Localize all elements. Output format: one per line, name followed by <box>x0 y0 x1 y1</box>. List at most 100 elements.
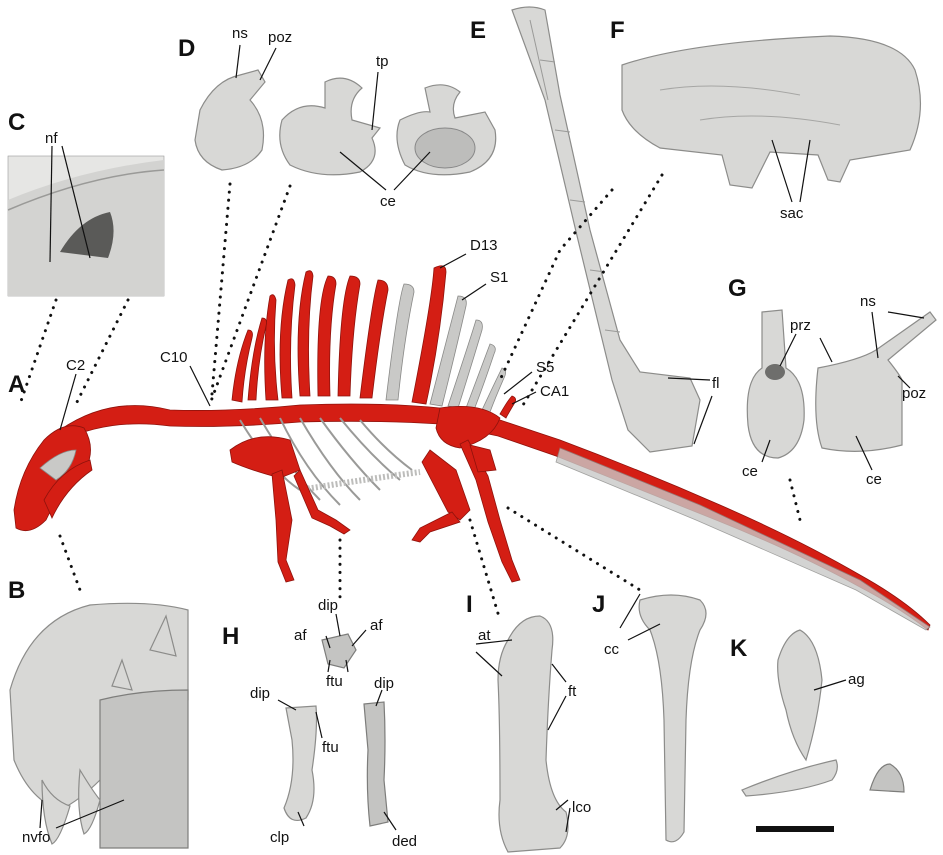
panel-g: G prz ns poz ce ce <box>728 275 937 488</box>
forelimb-left <box>271 469 295 583</box>
panel-e-leader-fl-2 <box>693 395 713 445</box>
panel-a-label-s1: S1 <box>490 269 508 286</box>
panel-f: F sac <box>610 17 922 222</box>
panel-a-leader-ca1 <box>511 391 537 405</box>
panel-g-label-prz: prz <box>790 317 811 334</box>
panel-i: I at ft lco <box>466 591 591 853</box>
caudal-series-grey <box>555 447 931 631</box>
panel-b-tooth-3 <box>41 779 71 845</box>
panel-e: E fl <box>470 6 720 453</box>
connector-d-to-neck <box>210 182 232 396</box>
panel-d-label-ns: ns <box>232 25 248 42</box>
panel-f-label-sac: sac <box>780 205 804 222</box>
connector-f-to-sacrum <box>518 173 664 412</box>
panel-e-spine <box>511 6 701 453</box>
panel-d-leader-poz <box>259 47 277 81</box>
panel-g-label-ns: ns <box>860 293 876 310</box>
panel-d-centrum-face <box>414 127 476 169</box>
panel-h-phalanx-end <box>321 633 357 669</box>
sail-spine-s5 <box>499 395 516 419</box>
panel-d-letter: D <box>178 35 195 62</box>
panel-g-leader-ns-2 <box>887 311 925 319</box>
connector-c-to-skull <box>18 298 58 406</box>
panel-h: H dip af af ftu dip dip ftu clp ded <box>222 597 417 850</box>
panel-d-vertebra-anterior <box>279 77 382 176</box>
connector-j-to-tibia <box>506 506 642 592</box>
panel-g-leader-ce-1 <box>761 439 771 463</box>
panel-d-leader-tp <box>371 71 379 131</box>
pubis <box>469 444 497 473</box>
panel-h-label-clp: clp <box>270 829 289 846</box>
panel-h-leader-af-r <box>351 629 367 647</box>
panel-h-leader-ftu-l <box>315 711 323 739</box>
panel-g-leader-prz-2 <box>819 337 833 363</box>
connector-c-to-skull-2 <box>74 298 130 406</box>
panel-d-vertebra-lateral <box>194 69 266 171</box>
panel-h-letter: H <box>222 623 239 650</box>
panel-a-skeleton: A C2 C10 D13 S1 S5 CA1 <box>8 237 931 631</box>
panel-i-label-ft: ft <box>568 683 577 700</box>
panel-d: D ns poz tp ce <box>178 25 497 210</box>
panel-e-leader-fl-1 <box>667 377 711 381</box>
panel-k-ungual-lateral <box>741 759 838 797</box>
panel-i-label-at: at <box>478 627 491 644</box>
panel-i-label-lco: lco <box>572 799 591 816</box>
panel-j-leader-cc-1 <box>619 593 641 629</box>
panel-g-label-ce-1: ce <box>742 463 758 480</box>
sail-spine-3 <box>297 270 314 397</box>
sail-spine-6 <box>359 279 389 399</box>
panel-d-leader-ns <box>235 44 241 79</box>
panel-i-letter: I <box>466 591 473 618</box>
vertebral-column <box>59 403 931 631</box>
panel-d-leader-ce-2 <box>393 151 431 191</box>
panel-j-leader-cc-2 <box>627 623 661 641</box>
panel-b-dentary <box>99 689 189 849</box>
panel-i-leader-lco-1 <box>555 799 569 811</box>
panel-f-leader-sac-2 <box>799 139 811 203</box>
panel-h-leader-ded <box>383 811 397 831</box>
sail-spine-5 <box>337 275 361 397</box>
panel-a-leader-c10 <box>189 365 211 407</box>
panel-k-ungual-dorsal <box>777 629 823 762</box>
panel-c-leader-nf-1 <box>49 145 53 263</box>
panel-k-letter: K <box>730 635 748 662</box>
panel-k-leader-ag <box>813 679 847 691</box>
panel-e-cracks <box>529 19 621 333</box>
panel-g-label-poz: poz <box>902 385 926 402</box>
panel-i-leader-ft-2 <box>547 695 567 731</box>
panel-i-femur <box>497 615 569 853</box>
panel-b-tooth-4 <box>78 768 101 835</box>
panel-h-label-ftu-l: ftu <box>322 739 339 756</box>
left-pes <box>411 511 461 543</box>
panel-h-label-ftu-top: ftu <box>326 673 343 690</box>
panel-a-leader-s1 <box>461 283 487 301</box>
skull-grey-region <box>39 449 77 481</box>
panel-j-letter: J <box>592 591 605 618</box>
panel-c-letter: C <box>8 109 25 136</box>
panel-i-leader-lco-2 <box>565 807 571 833</box>
panel-a-label-ca1: CA1 <box>540 383 569 400</box>
panel-g-label-ce-2: ce <box>866 471 882 488</box>
connector-g-to-tail <box>788 478 802 522</box>
panel-i-leader-ft-1 <box>551 663 567 683</box>
panel-b-tooth-1 <box>149 614 177 657</box>
panel-a-leader-d13 <box>439 253 467 269</box>
panel-i-leader-at-1 <box>475 639 513 645</box>
connector-i-to-femur <box>468 518 502 622</box>
panel-f-cracks <box>659 85 841 126</box>
panel-h-label-dip-l: dip <box>250 685 270 702</box>
lower-jaw <box>43 459 93 519</box>
panel-h-leader-dip-l <box>277 699 297 711</box>
sail-spine-1 <box>264 294 279 401</box>
panel-h-phalanx-dorsal <box>363 701 389 827</box>
neck-spine-1 <box>231 329 253 403</box>
sail-spine-7 <box>385 283 415 401</box>
panel-g-neural-canal <box>765 364 785 380</box>
sail-spine-s4 <box>481 367 506 413</box>
panel-b-letter: B <box>8 577 25 604</box>
panel-h-leader-af-l <box>325 635 331 649</box>
panel-d-leader-ce-1 <box>339 151 387 191</box>
panel-b-tooth-2 <box>111 658 133 691</box>
